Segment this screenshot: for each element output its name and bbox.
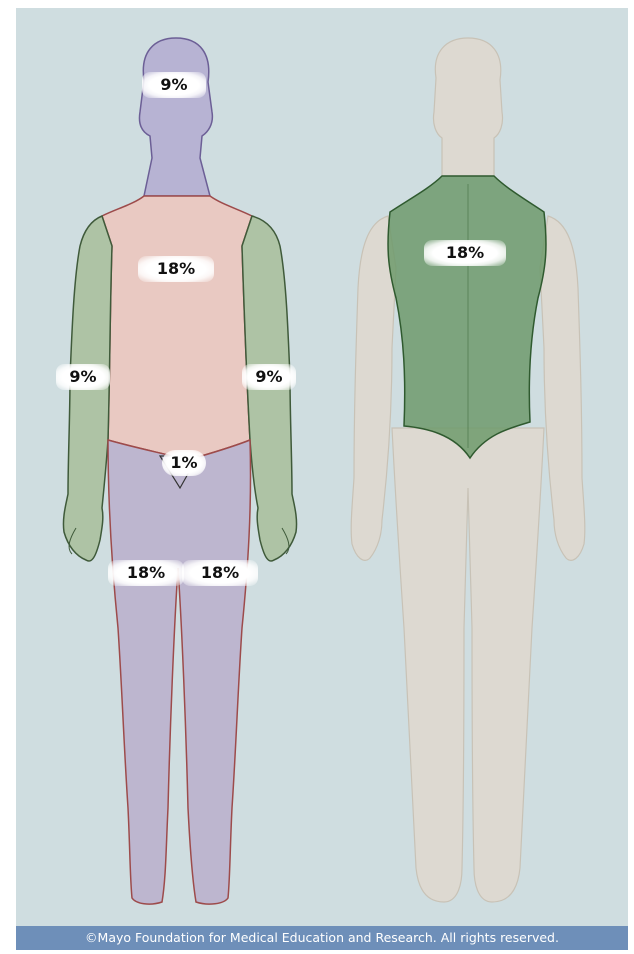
back-legs [392, 428, 544, 902]
front-right-leg-percent-label: 18% [182, 560, 258, 586]
front-left-leg-percent-label: 18% [108, 560, 184, 586]
front-right-arm-percent-label: 9% [242, 364, 296, 390]
front-torso-percent-label: 18% [138, 256, 214, 282]
body-diagram [16, 8, 628, 926]
illustration-panel: 9% 18% 9% 9% 1% 18% 18% 18% [16, 8, 628, 926]
front-head-region [139, 38, 212, 196]
front-torso-region [102, 196, 252, 460]
back-torso-region [388, 176, 546, 458]
back-torso-percent-label: 18% [424, 240, 506, 266]
front-groin-percent-label: 1% [162, 450, 206, 476]
back-head [433, 38, 502, 176]
front-left-arm-percent-label: 9% [56, 364, 110, 390]
front-legs-region [108, 440, 251, 904]
copyright-footer: ©Mayo Foundation for Medical Education a… [16, 926, 628, 950]
front-head-percent-label: 9% [142, 72, 206, 98]
back-right-arm [540, 216, 585, 560]
